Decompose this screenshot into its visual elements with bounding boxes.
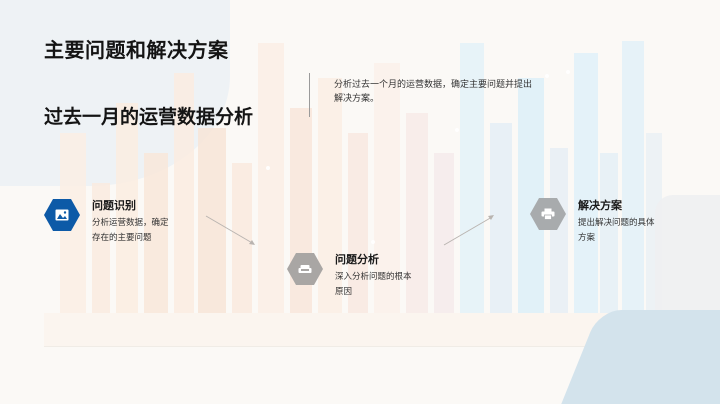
hex-badge — [530, 198, 566, 230]
slide-title: 主要问题和解决方案 — [44, 38, 229, 62]
image-icon — [55, 209, 69, 221]
step-title: 问题识别 — [92, 199, 136, 212]
hex-badge — [44, 199, 80, 231]
step-title: 问题分析 — [335, 253, 379, 266]
step-desc: 提出解决问题的具体方案 — [578, 218, 655, 243]
sofa-icon — [298, 265, 312, 273]
arrow-down-right-icon — [205, 215, 255, 245]
vertical-divider — [309, 73, 310, 117]
background-card-right — [655, 195, 720, 315]
step-desc: 深入分析问题的根本原因 — [335, 272, 412, 297]
step-title: 解决方案 — [578, 199, 622, 212]
arrow-up-right-icon — [443, 215, 494, 246]
intro-text: 分析过去一个月的运营数据，确定主要问题并提出解决方案。 — [334, 80, 533, 104]
step-desc: 分析运营数据，确定存在的主要问题 — [92, 218, 169, 243]
printer-icon — [541, 208, 555, 220]
slide-subtitle: 过去一月的运营数据分析 — [44, 106, 254, 128]
hex-badge — [287, 253, 323, 285]
